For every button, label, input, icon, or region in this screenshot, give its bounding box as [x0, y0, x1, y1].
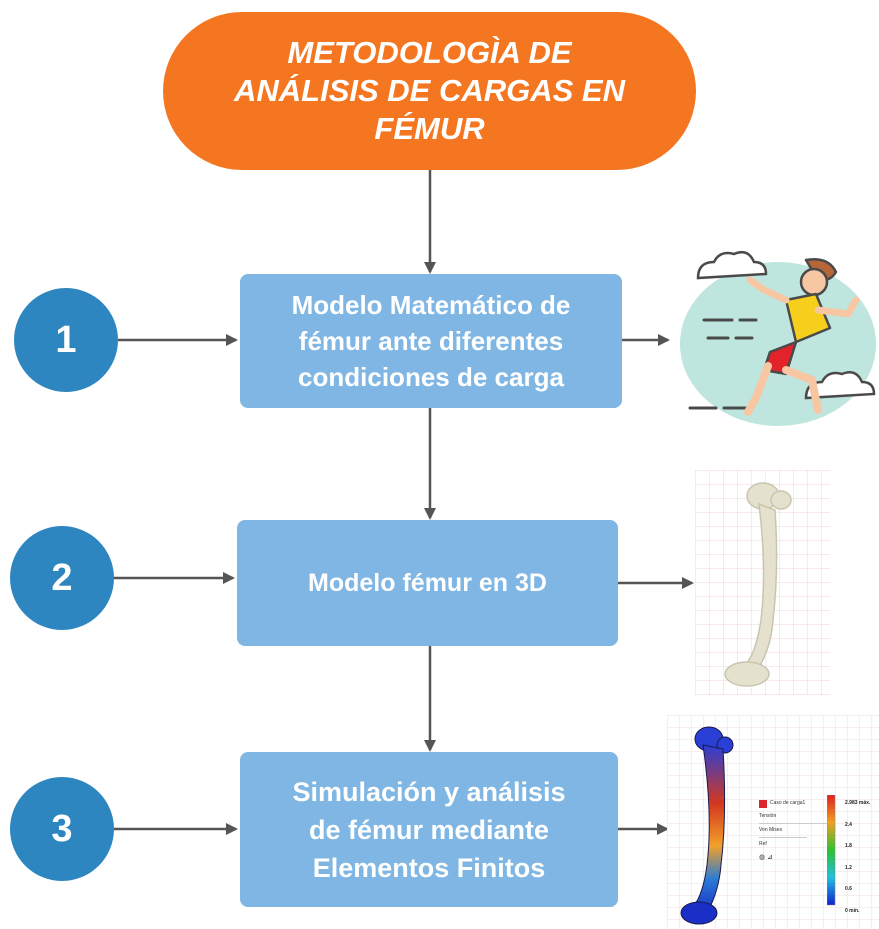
step-2-number: 2: [51, 556, 73, 599]
step-3-circle: 3: [10, 777, 114, 881]
extra-select[interactable]: Ref: [759, 838, 831, 851]
stress-scale-labels: 2.983 máx. 2.4 1.8 1.2 0.6 0 mín.: [845, 793, 870, 922]
scale-label: 1.8: [845, 843, 852, 849]
fea-controls-panel: Caso de carga1 Tensión Von Mises Ref ◍ ⊿: [759, 797, 831, 864]
fea-simulation-screenshot: Caso de carga1 Tensión Von Mises Ref ◍ ⊿…: [667, 715, 879, 929]
step-3-number: 3: [51, 807, 73, 850]
diagram-title: METODOLOGÌA DE ANÁLISIS DE CARGAS EN FÉM…: [234, 35, 625, 146]
step-1-number: 1: [55, 318, 77, 361]
scale-label: 0.6: [845, 886, 852, 892]
step-1-box: Modelo Matemático de fémur ante diferent…: [240, 274, 622, 408]
step-3-label: Simulación y análisis de fémur mediante …: [292, 776, 566, 883]
femur-3d-model: [695, 470, 830, 695]
step-1-circle: 1: [14, 288, 118, 392]
criterion-select[interactable]: Von Mises: [759, 824, 807, 838]
step-2-label: Modelo fémur en 3D: [308, 569, 547, 597]
stress-color-scale: [827, 795, 836, 906]
extra-label: Ref: [759, 841, 767, 847]
load-case-row[interactable]: Caso de carga1: [759, 797, 831, 810]
cloud-icon: [696, 251, 768, 280]
result-label: Tensión: [759, 813, 777, 819]
step-3-box: Simulación y análisis de fémur mediante …: [240, 752, 618, 907]
criterion-label: Von Mises: [759, 827, 783, 833]
result-select[interactable]: Tensión: [759, 810, 831, 824]
jumping-person-illustration: [680, 251, 876, 426]
step-2-circle: 2: [10, 526, 114, 630]
warning-icon: [759, 799, 767, 808]
scale-label: 2.983 máx.: [845, 800, 871, 806]
scale-label: 2.4: [845, 821, 852, 828]
femur-bone-icon: [724, 482, 792, 687]
load-case-label: Caso de carga1: [770, 800, 806, 806]
step-1-label: Modelo Matemático de fémur ante diferent…: [291, 290, 571, 392]
step-2-box: Modelo fémur en 3D: [237, 520, 618, 646]
title-banner: METODOLOGÌA DE ANÁLISIS DE CARGAS EN FÉM…: [163, 12, 696, 170]
scale-label: 1.2: [845, 864, 852, 871]
scale-label: 0 mín.: [845, 907, 860, 914]
femur-mesh-icon: [680, 726, 734, 925]
display-tools[interactable]: ◍ ⊿: [759, 854, 773, 861]
fea-grid: [667, 715, 879, 929]
